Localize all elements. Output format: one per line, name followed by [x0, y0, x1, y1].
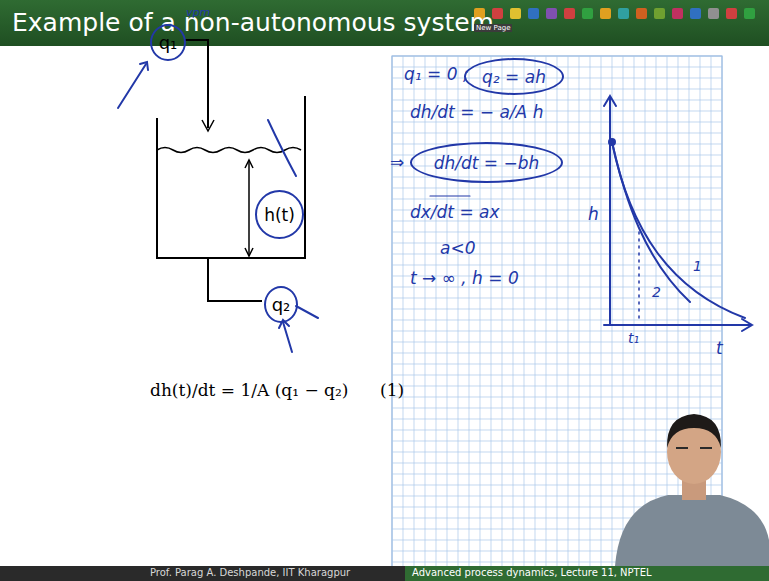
presenter-body [615, 495, 769, 566]
grid-line [392, 188, 722, 189]
grid-line [392, 199, 722, 200]
pen-note: a<0 [440, 238, 475, 258]
curve [612, 142, 745, 318]
footer-green [405, 566, 769, 581]
toolbar-icon [708, 8, 719, 19]
grid-line [392, 232, 722, 233]
presenter-glasses [676, 447, 712, 449]
grid-line [392, 386, 722, 387]
axis-label: t₁ [628, 330, 639, 346]
node-text: dh/dt = −bh [434, 153, 540, 173]
toolbar-icon [618, 8, 629, 19]
grid-line [392, 342, 722, 343]
curve-number: 1 [693, 258, 702, 274]
pen-note: vpm [186, 6, 210, 19]
x-axis [604, 319, 752, 331]
arrow-head [245, 160, 253, 256]
curve-number: 2 [652, 284, 661, 300]
pen-equation: dh/dt = − a/A h [410, 102, 543, 122]
toolbar-icon [672, 8, 683, 19]
grid-paper [392, 56, 722, 568]
grid-line [392, 485, 722, 486]
liquid-surface [157, 148, 301, 153]
toolbar-icon [546, 8, 557, 19]
grid-line [392, 144, 722, 145]
grid-line [392, 474, 722, 475]
grid-lines [392, 56, 722, 568]
equation: dh(t)/dt = 1/A (q₁ − q₂) [150, 380, 348, 400]
circled-mark: dh/dt = −bh [410, 142, 563, 183]
grid-line [392, 265, 722, 266]
toolbar-icon [600, 8, 611, 19]
circled-mark: q₂ [264, 286, 298, 323]
circled-mark: q₁ [150, 24, 186, 61]
grid-line [392, 364, 722, 365]
tank-wall [157, 96, 305, 258]
toolbar-icon [690, 8, 701, 19]
dotted-line [638, 232, 640, 323]
graph [604, 96, 752, 331]
tooltip: New Page [474, 24, 512, 32]
outflow-pipe [208, 258, 262, 301]
toolbar-icon [654, 8, 665, 19]
toolbar-icon [528, 8, 539, 19]
grid-line [392, 177, 722, 178]
pen-arrow [268, 120, 296, 176]
pen-note: ⇒ [390, 152, 404, 172]
start-dot [609, 139, 615, 145]
node-text: h(t) [264, 205, 295, 225]
height-arrow [248, 160, 250, 256]
curve [612, 142, 690, 302]
axis-label: h [588, 204, 599, 224]
grid-line [392, 100, 722, 101]
pen-equation: dx/dt = ax [410, 202, 500, 222]
grid-line [392, 56, 722, 57]
circled-mark: h(t) [255, 190, 304, 239]
grid-line [392, 320, 722, 321]
slide-title: Example of a non-autonomous system [12, 8, 494, 37]
pen-note: q₁ = 0 ; [404, 64, 469, 84]
presenter-hair [667, 414, 721, 448]
toolbar-icon [582, 8, 593, 19]
pen-arrow [283, 322, 292, 352]
toolbar-icon [744, 8, 755, 19]
grid-line [392, 309, 722, 310]
grid-line [392, 133, 722, 134]
node-text: q₁ [159, 32, 178, 53]
grid-line [392, 298, 722, 299]
grid-line [392, 89, 722, 90]
arrow-head [202, 120, 214, 131]
grid-line [392, 353, 722, 354]
circled-mark: q₂ = ah [464, 58, 564, 95]
grid-line [392, 408, 722, 409]
toolbar-icon [564, 8, 575, 19]
footer-text: Prof. Parag A. Deshpande, IIT Kharagpur [150, 567, 350, 578]
footer-text: Advanced process dynamics, Lecture 11, N… [412, 567, 652, 578]
pen-note: t → ∞ , h = 0 [410, 268, 519, 288]
node-text: q₂ = ah [482, 67, 546, 87]
tank [157, 40, 305, 301]
pen-arrow [118, 64, 146, 108]
grid-line [392, 419, 722, 420]
axis-label: t [716, 338, 723, 358]
pen-arrow [296, 306, 318, 318]
pen-arrow [140, 62, 148, 70]
footer-bar [0, 566, 769, 581]
toolbar-icon [510, 8, 521, 19]
grid-line [392, 375, 722, 376]
inflow-pipe [184, 40, 208, 128]
node-text: q₂ [272, 294, 291, 315]
presenter [615, 414, 769, 566]
equation-number: (1) [380, 380, 404, 400]
pen-mark [430, 195, 470, 196]
toolbar-icon [636, 8, 647, 19]
toolbar-icon [726, 8, 737, 19]
y-axis [604, 96, 616, 325]
grid-line [392, 397, 722, 398]
grid-line [392, 331, 722, 332]
